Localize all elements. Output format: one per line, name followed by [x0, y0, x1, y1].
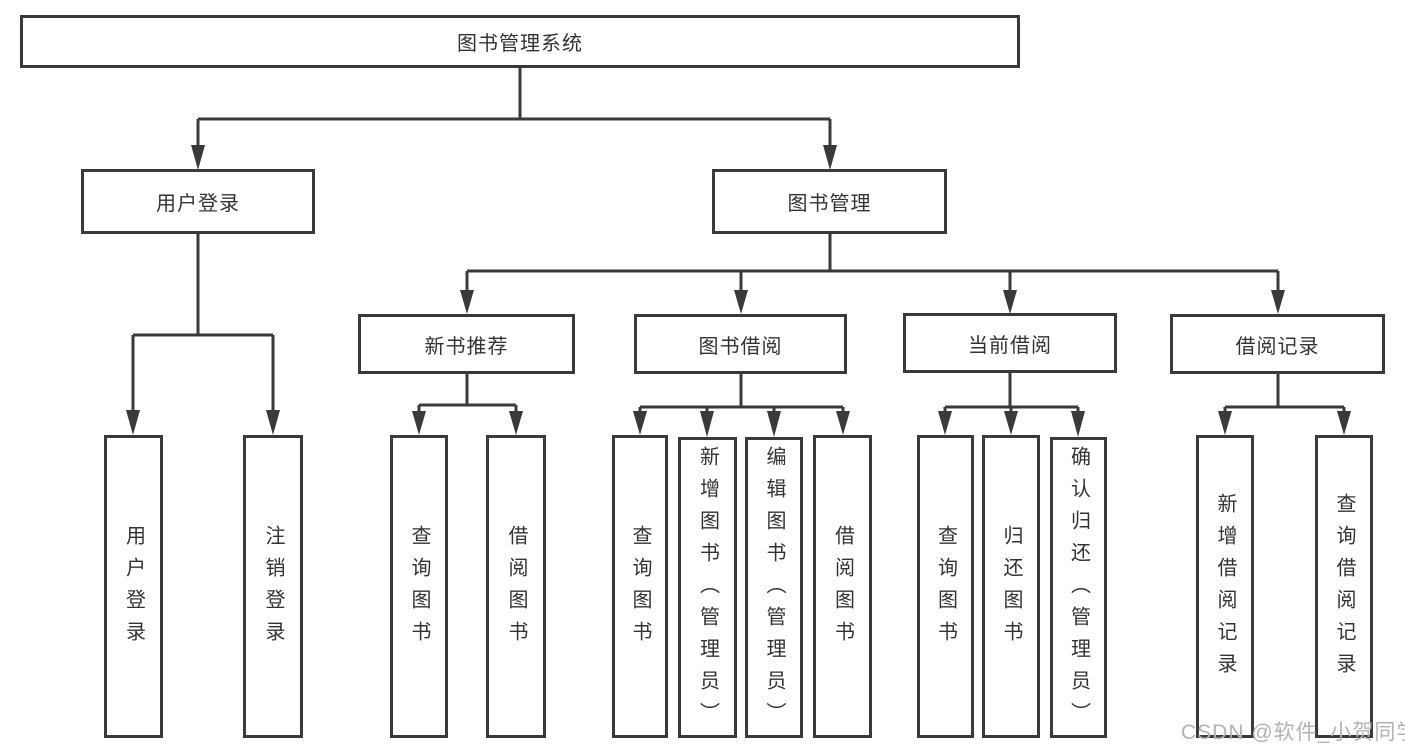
leaf-query-borrow-record: 查询借阅记录: [1315, 435, 1373, 738]
leaf-logout: 注销登录: [243, 435, 303, 738]
leaf-return-books: 归还图书: [982, 435, 1040, 738]
arrowhead-icons: [126, 145, 1351, 437]
leaf-confirm-return-admin: 确认归还（管理员）: [1050, 437, 1107, 738]
leaf-edit-books-admin: 编辑图书（管理员）: [745, 437, 803, 738]
node-book-management-system: 图书管理系统: [20, 15, 1020, 68]
leaf-query-books-3: 查询图书: [917, 435, 974, 738]
leaf-query-books-1: 查询图书: [390, 435, 448, 738]
csdn-watermark: CSDN @软件_小贺同学: [1181, 721, 1405, 744]
leaf-user-login: 用户登录: [104, 435, 163, 738]
leaf-add-borrow-record: 新增借阅记录: [1196, 435, 1254, 738]
leaf-add-books-admin: 新增图书（管理员）: [678, 437, 737, 738]
node-user-login: 用户登录: [81, 169, 315, 234]
node-book-borrowing: 图书借阅: [634, 314, 847, 374]
leaf-query-books-2: 查询图书: [612, 435, 668, 738]
node-book-management: 图书管理: [712, 169, 947, 234]
leaf-borrow-books-2: 借阅图书: [813, 435, 872, 738]
node-current-borrowing: 当前借阅: [903, 313, 1117, 373]
node-borrowing-records: 借阅记录: [1170, 314, 1385, 374]
node-new-book-recommend: 新书推荐: [358, 314, 575, 374]
leaf-borrow-books-1: 借阅图书: [486, 435, 546, 738]
